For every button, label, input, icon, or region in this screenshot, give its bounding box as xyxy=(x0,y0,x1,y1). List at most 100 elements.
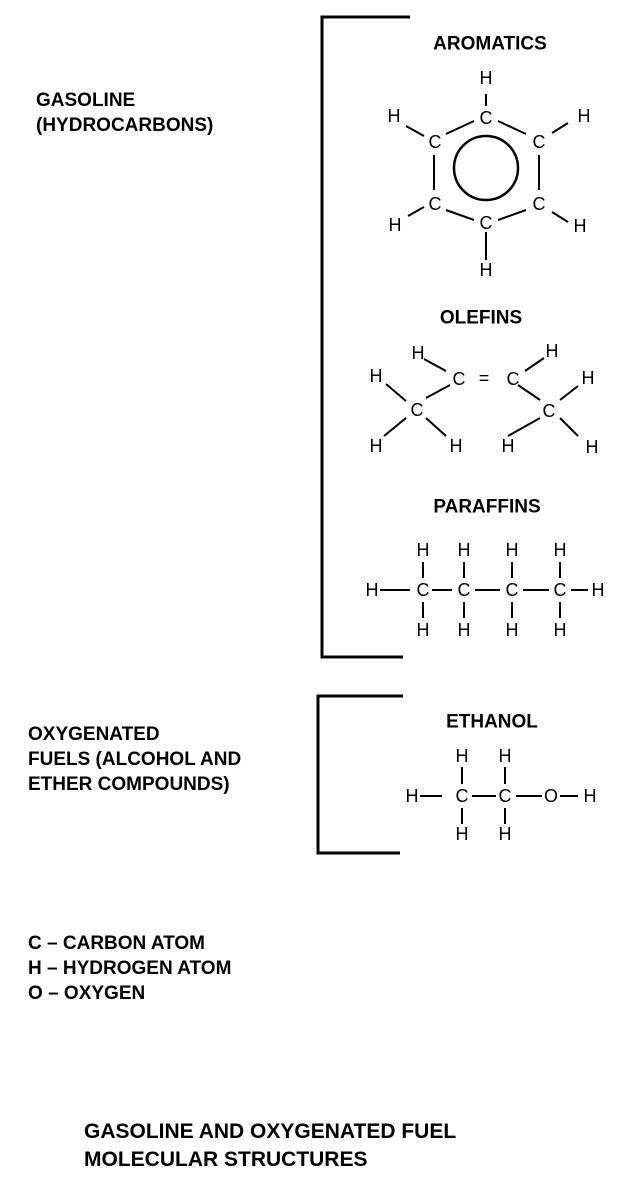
paraffins-structure: H H H H H C C C C H H H H H xyxy=(366,540,605,640)
oxygenated-bracket xyxy=(316,694,403,855)
caption-line2: MOLECULAR STRUCTURES xyxy=(84,1148,368,1171)
atom-o: O xyxy=(544,786,558,806)
atom-h: H xyxy=(458,540,471,560)
atom-c: C xyxy=(480,213,493,233)
atom-h: H xyxy=(554,540,567,560)
atom-h: H xyxy=(582,368,595,388)
atom-c: C xyxy=(453,369,466,389)
atom-h: H xyxy=(506,620,519,640)
bond xyxy=(507,417,541,437)
legend-name: HYDROGEN ATOM xyxy=(62,958,232,979)
olefins-heading: OLEFINS xyxy=(440,308,522,329)
atom-c: C xyxy=(543,401,556,421)
gasoline-bracket xyxy=(320,15,410,659)
aromatic-ring xyxy=(452,134,520,202)
atom-c: C xyxy=(507,369,520,389)
atom-c: C xyxy=(506,580,519,600)
bond xyxy=(407,206,425,217)
atom-h: H xyxy=(458,620,471,640)
aromatics-structure: H C H H C C C C H H C H xyxy=(388,68,591,280)
bond xyxy=(405,125,425,137)
legend-symbol: O xyxy=(28,983,43,1004)
atom-h: H xyxy=(592,580,605,600)
atom-c: C xyxy=(411,400,424,420)
atom-h: H xyxy=(480,260,493,280)
atom-c: C xyxy=(554,580,567,600)
bond xyxy=(497,209,527,221)
paraffins-heading: PARAFFINS xyxy=(433,497,540,518)
atom-c: C xyxy=(533,194,546,214)
bond xyxy=(385,383,407,402)
atom-h: H xyxy=(499,824,512,844)
bond xyxy=(524,357,545,372)
atom-c: C xyxy=(429,194,442,214)
bond xyxy=(497,120,527,135)
atom-h: H xyxy=(502,436,515,456)
legend-dash: – xyxy=(48,983,59,1004)
legend-symbol: H xyxy=(28,958,42,979)
atom-h: H xyxy=(584,786,597,806)
legend-item-hydrogen: H – HYDROGEN ATOM xyxy=(28,956,231,981)
oxygenated-label-line1: OXYGENATED xyxy=(28,724,160,745)
atom-c: C xyxy=(533,132,546,152)
atom-h: H xyxy=(506,540,519,560)
bond xyxy=(445,120,475,135)
atom-h: H xyxy=(546,341,559,361)
legend-symbol: C xyxy=(28,933,42,954)
bond xyxy=(445,209,475,221)
atom-c: C xyxy=(417,580,430,600)
legend-dash: – xyxy=(47,933,58,954)
atom-h: H xyxy=(456,824,469,844)
bond xyxy=(425,384,451,399)
atom-h: H xyxy=(499,746,512,766)
gasoline-label: GASOLINE (HYDROCARBONS) xyxy=(36,88,213,138)
atom-h: H xyxy=(388,106,401,126)
bond xyxy=(559,417,579,437)
legend-item-carbon: C – CARBON ATOM xyxy=(28,931,231,956)
atom-h: H xyxy=(586,437,599,457)
legend-item-oxygen: O – OXYGEN xyxy=(28,981,231,1006)
oxygenated-label-line3: ETHER COMPOUNDS) xyxy=(28,774,230,795)
legend-dash: – xyxy=(47,958,58,979)
atom-h: H xyxy=(554,620,567,640)
bond xyxy=(551,211,569,223)
atom-h: H xyxy=(406,786,419,806)
atom-h: H xyxy=(417,540,430,560)
caption-line1: GASOLINE AND OXYGENATED FUEL xyxy=(84,1120,457,1143)
atom-h: H xyxy=(417,620,430,640)
bond xyxy=(559,385,579,401)
bond xyxy=(383,417,407,437)
figure-caption: GASOLINE AND OXYGENATED FUEL MOLECULAR S… xyxy=(84,1118,456,1174)
double-bond: = xyxy=(479,368,490,388)
olefins-structure: H H H C = C H C C H H H H xyxy=(370,341,599,457)
atom-h: H xyxy=(450,436,463,456)
atom-h: H xyxy=(578,106,591,126)
atom-h: H xyxy=(456,746,469,766)
gasoline-label-line1: GASOLINE xyxy=(36,90,136,111)
legend-name: OXYGEN xyxy=(63,983,146,1004)
atom-h: H xyxy=(389,215,402,235)
atom-c: C xyxy=(456,786,469,806)
ethanol-heading: ETHANOL xyxy=(446,712,538,733)
oxygenated-fuels-label: OXYGENATED FUELS (ALCOHOL AND ETHER COMP… xyxy=(28,722,241,797)
aromatics-heading: AROMATICS xyxy=(433,34,547,55)
bond xyxy=(517,384,541,401)
atom-c: C xyxy=(429,132,442,152)
atom-c: C xyxy=(480,108,493,128)
atom-h: H xyxy=(370,436,383,456)
gasoline-label-line2: (HYDROCARBONS) xyxy=(36,115,214,136)
atom-h: H xyxy=(370,366,383,386)
bond xyxy=(425,417,447,437)
ethanol-structure: H H H C C O H H H xyxy=(406,746,597,844)
bond xyxy=(423,358,447,372)
atom-legend: C – CARBON ATOM H – HYDROGEN ATOM O – OX… xyxy=(28,931,231,1006)
atom-c: C xyxy=(458,580,471,600)
bond xyxy=(551,122,569,134)
atom-h: H xyxy=(574,216,587,236)
oxygenated-label-line2: FUELS (ALCOHOL AND xyxy=(28,749,242,770)
legend-name: CARBON ATOM xyxy=(62,933,206,954)
atom-h: H xyxy=(366,580,379,600)
atom-h: H xyxy=(480,68,493,88)
atom-c: C xyxy=(499,786,512,806)
